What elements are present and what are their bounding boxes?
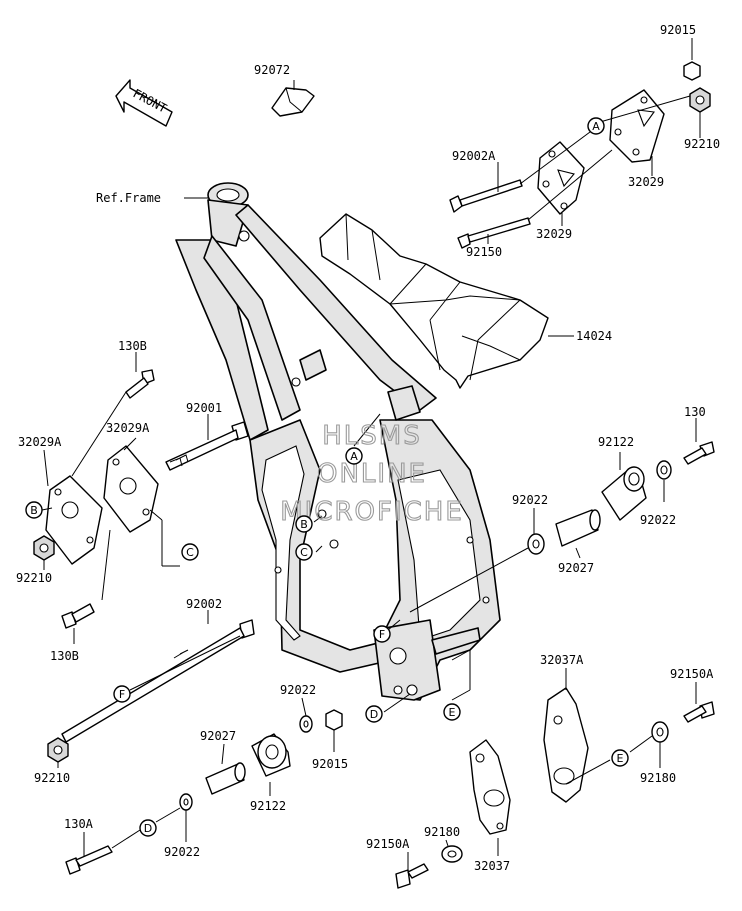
part-32029A-right [103, 445, 159, 533]
part-92180-right-washer [651, 721, 669, 743]
label-92072: 92072 [254, 63, 290, 77]
part-14024-skid-plate [319, 213, 549, 389]
label-32037: 32037 [474, 859, 510, 873]
callout-D-frame: D [365, 705, 383, 723]
label-92022-mid2: 92022 [280, 683, 316, 697]
label-92150A-right: 92150A [670, 667, 714, 681]
part-92122-right-spacer [601, 466, 647, 521]
svg-text:B: B [30, 504, 38, 517]
part-92002A-bolt [449, 179, 523, 213]
svg-text:D: D [144, 822, 152, 835]
label-92015-top: 92015 [660, 23, 696, 37]
part-32029-mid [537, 141, 585, 215]
label-32037A: 32037A [540, 653, 584, 667]
label-92001: 92001 [186, 401, 222, 415]
label-92022-mid: 92022 [512, 493, 548, 507]
label-92150: 92150 [466, 245, 502, 259]
part-32037A-mount [543, 687, 589, 803]
label-92122-right: 92122 [598, 435, 634, 449]
label-92210-bottom: 92210 [34, 771, 70, 785]
part-92210-top [689, 87, 711, 113]
callout-C-left: C [181, 543, 199, 561]
part-92027-right-collar [555, 509, 601, 547]
label-92180-bottom: 92180 [424, 825, 460, 839]
svg-text:E: E [617, 752, 624, 765]
svg-text:C: C [300, 546, 308, 559]
part-92027-bottom-collar [205, 762, 246, 795]
part-130-bolt [683, 441, 715, 465]
callout-E-right: E [611, 749, 629, 767]
svg-text:F: F [119, 688, 125, 701]
part-130B-bottom-bolt [61, 603, 95, 629]
label-32029A-right: 32029A [106, 421, 150, 435]
label-ref-frame: Ref.Frame [96, 191, 161, 205]
label-92015-mid: 92015 [312, 757, 348, 771]
part-92180-bottom-washer [441, 845, 463, 863]
part-32037-mount [469, 739, 511, 835]
callout-F-frame: F [373, 625, 391, 643]
callout-A-top: A [587, 117, 605, 135]
part-92210-bottom-nut [47, 737, 69, 763]
front-arrow: FRONT [115, 79, 173, 127]
part-92001-bolt [165, 421, 249, 471]
label-32029A-left: 32029A [18, 435, 62, 449]
part-92122-bottom-spacer [251, 733, 291, 777]
label-130A: 130A [64, 817, 94, 831]
part-92002-bolt [61, 619, 255, 743]
part-92022-right-washer [656, 460, 672, 480]
part-92022-mid-washer [527, 533, 545, 555]
callout-C-frame: C [295, 543, 313, 561]
frame [175, 182, 501, 701]
label-32029-top: 32029 [628, 175, 664, 189]
part-92150-bolt [457, 217, 531, 249]
callout-E-frame: E [443, 703, 461, 721]
part-92022-bottom-washer [179, 793, 193, 811]
part-92072 [271, 87, 315, 117]
svg-text:A: A [592, 120, 600, 133]
part-92150A-right-bolt [683, 701, 715, 723]
callout-B-frame: B [295, 515, 313, 533]
part-32029A-left [45, 475, 103, 565]
label-130: 130 [684, 405, 706, 419]
watermark-line-2: ONLINE [317, 459, 427, 489]
part-92150A-bottom-bolt [395, 863, 429, 889]
svg-text:E: E [449, 706, 456, 719]
label-92180-right: 92180 [640, 771, 676, 785]
svg-text:D: D [370, 708, 378, 721]
label-92027-bottom: 92027 [200, 729, 236, 743]
label-92027-right: 92027 [558, 561, 594, 575]
watermark-line-1: HLSMS [322, 421, 421, 451]
label-92122-bottom: 92122 [250, 799, 286, 813]
part-92015-top [683, 61, 701, 81]
label-92002: 92002 [186, 597, 222, 611]
part-92210-left-nut [33, 535, 55, 561]
label-92022-right: 92022 [640, 513, 676, 527]
label-92022-bottom: 92022 [164, 845, 200, 859]
part-130A-bolt [65, 845, 113, 875]
callout-B-left: B [25, 501, 43, 519]
callout-A-frame: A [345, 447, 363, 465]
label-14024: 14024 [576, 329, 612, 343]
svg-text:A: A [350, 450, 358, 463]
part-92022-mid2-washer [299, 715, 313, 733]
svg-text:C: C [186, 546, 194, 559]
label-130B-bottom: 130B [50, 649, 79, 663]
callout-F-left: F [113, 685, 131, 703]
part-130B-top-bolt [125, 369, 155, 399]
svg-text:F: F [379, 628, 385, 641]
label-92210-left: 92210 [16, 571, 52, 585]
callout-D-bottom: D [139, 819, 157, 837]
label-130B-top: 130B [118, 339, 147, 353]
label-92210-top: 92210 [684, 137, 720, 151]
part-92015-mid-nut [325, 709, 343, 731]
svg-text:B: B [300, 518, 308, 531]
label-32029-mid: 32029 [536, 227, 572, 241]
part-32029-top [609, 89, 665, 163]
label-92150A-bottom: 92150A [366, 837, 410, 851]
label-92002A: 92002A [452, 149, 496, 163]
